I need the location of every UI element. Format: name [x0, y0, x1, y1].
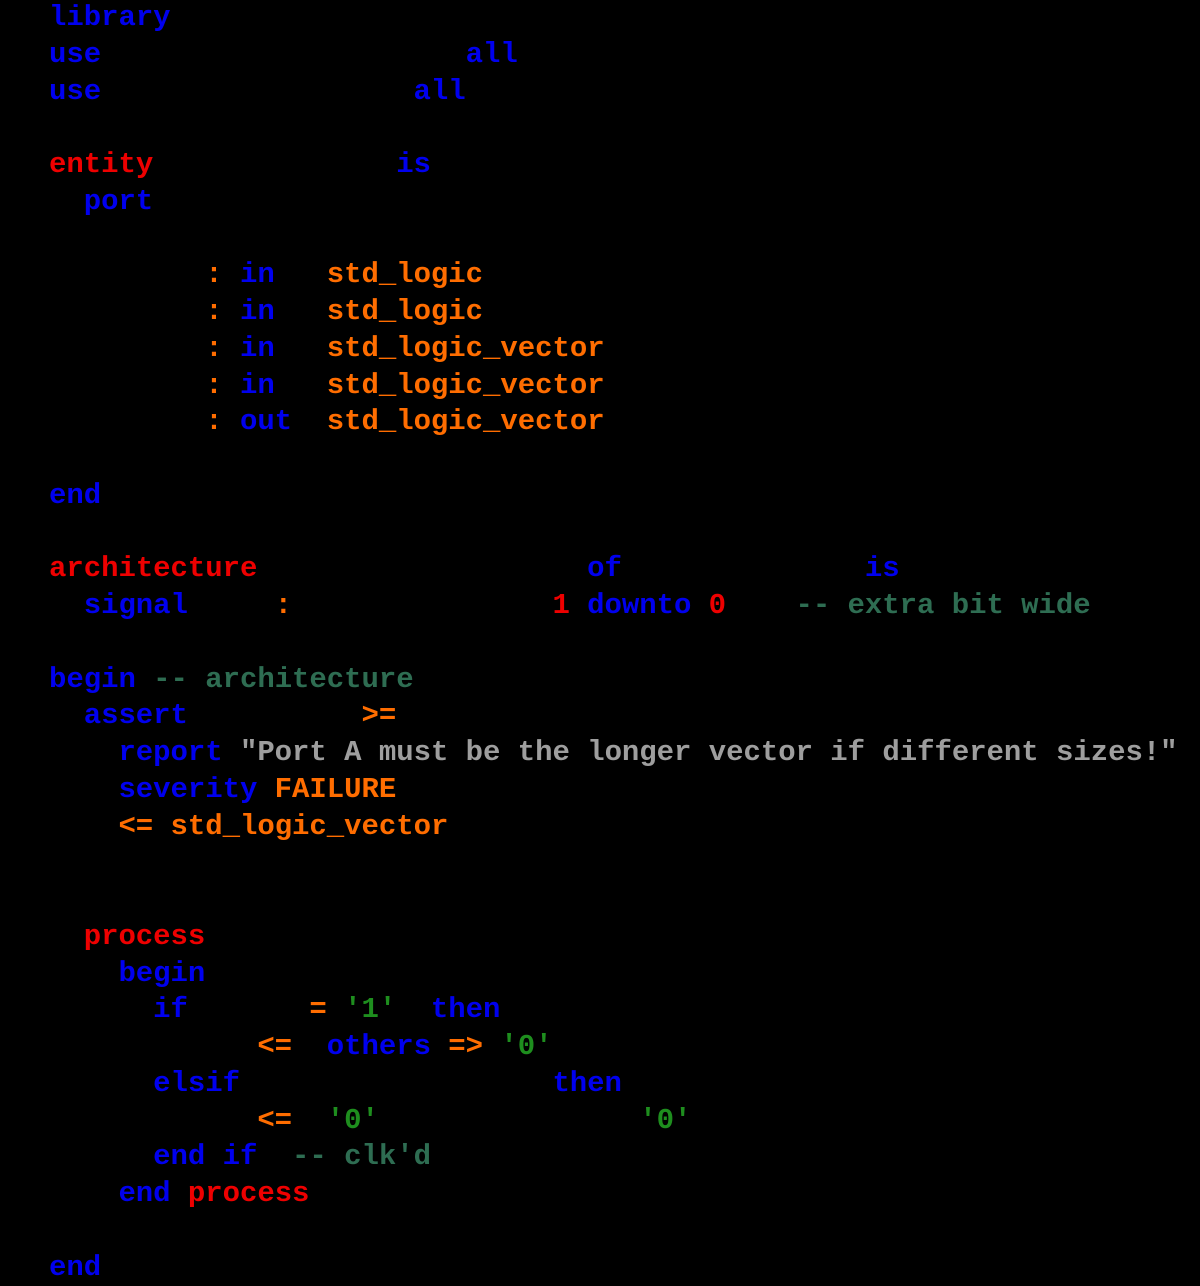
code-line: signal: 1 downto 0 -- extra bit wide [0, 588, 1200, 625]
code-token-keyword: in [239, 368, 275, 402]
code-token-keyword: severity [118, 772, 258, 806]
code-line: : out std_logic_vector [0, 404, 1200, 441]
code-token-keyword: begin [49, 662, 136, 696]
code-token-operator: : [274, 589, 293, 622]
code-token-keyword: library [49, 1, 171, 34]
code-token-keyword: all [413, 74, 466, 108]
code-line: elsif then [0, 1066, 1200, 1103]
code-token-structure-keyword: architecture [49, 552, 258, 586]
code-line: : in std_logic [0, 257, 1200, 294]
code-token-operator: = [309, 993, 327, 1027]
code-line: if = '1' then [0, 992, 1200, 1029]
code-token-keyword: is [396, 148, 431, 181]
code-line: end [0, 478, 1200, 515]
code-line: : in std_logic [0, 294, 1200, 331]
code-token-comment: -- extra bit wide [795, 589, 1091, 622]
code-token-type: std_logic_vector [326, 405, 605, 439]
code-token-number: 0 [708, 589, 727, 622]
code-token-keyword: in [239, 331, 275, 365]
code-token-structure-keyword: process [187, 1177, 310, 1210]
code-token-type: std_logic_vector [170, 809, 449, 843]
code-token-operator: : [205, 258, 223, 292]
code-token-keyword: others [326, 1030, 431, 1063]
code-token-type: std_logic [326, 258, 484, 292]
code-line [0, 625, 1200, 662]
code-line: begin -- architecture [0, 662, 1200, 699]
code-line: report "Port A must be the longer vector … [0, 735, 1200, 772]
code-token-operator: : [205, 295, 223, 328]
code-token-keyword: in [239, 295, 275, 328]
code-token-char-literal: '0' [500, 1030, 553, 1063]
code-token-keyword: downto [587, 589, 692, 622]
code-line: <= others => '0' [0, 1029, 1200, 1066]
code-token-operator: : [205, 405, 223, 439]
code-token-keyword: begin [118, 956, 206, 990]
code-line: end [0, 1250, 1200, 1286]
code-token-type: std_logic_vector [326, 331, 605, 365]
code-token-structure-keyword: entity [49, 148, 154, 181]
code-token-keyword: out [239, 405, 293, 439]
code-line: begin [0, 956, 1200, 993]
code-token-comment: -- architecture [153, 662, 414, 696]
code-token-structure-keyword: process [83, 919, 206, 953]
code-token-keyword: then [430, 993, 501, 1027]
code-token-keyword: of [587, 552, 622, 586]
code-token-type: std_logic [326, 295, 484, 328]
code-token-operator: => [448, 1030, 483, 1063]
code-line: process [0, 919, 1200, 956]
code-token-comment: -- clk'd [292, 1140, 431, 1174]
code-line: port [0, 184, 1200, 221]
code-token-type: FAILURE [274, 772, 397, 806]
code-token-operator: >= [361, 699, 397, 733]
code-line: <= '0' '0' [0, 1103, 1200, 1140]
code-line: end if -- clk'd [0, 1139, 1200, 1176]
code-line [0, 221, 1200, 258]
code-line [0, 882, 1200, 919]
code-line [0, 441, 1200, 478]
code-line: severity FAILURE [0, 772, 1200, 809]
code-line: : in std_logic_vector [0, 331, 1200, 368]
code-token-keyword: signal [83, 589, 188, 622]
code-token-keyword: if [153, 993, 188, 1027]
code-token-char-literal: '0' [639, 1103, 692, 1137]
code-token-keyword: use [49, 74, 102, 108]
code-token-keyword: end [118, 1177, 171, 1210]
code-line: use all [0, 37, 1200, 74]
code-token-keyword: end [49, 478, 102, 512]
code-line: <= std_logic_vector [0, 809, 1200, 846]
code-line: entity is [0, 147, 1200, 184]
code-line [0, 110, 1200, 147]
code-line: : in std_logic_vector [0, 368, 1200, 405]
code-line [0, 1213, 1200, 1250]
code-line: assert >= [0, 698, 1200, 735]
code-token-keyword: is [864, 552, 900, 586]
code-token-operator: <= [118, 809, 154, 843]
code-token-keyword: end if [153, 1140, 258, 1174]
code-token-keyword: all [465, 37, 518, 71]
code-line [0, 515, 1200, 552]
code-token-char-literal: '0' [326, 1103, 379, 1137]
code-token-keyword: report [118, 736, 223, 769]
code-token-keyword: end [49, 1250, 102, 1284]
code-token-char-literal: '1' [344, 993, 397, 1027]
code-token-keyword: use [49, 37, 102, 71]
code-line: use all [0, 74, 1200, 111]
code-token-keyword: then [552, 1066, 622, 1100]
code-token-operator: : [205, 368, 223, 402]
code-line: library [0, 0, 1200, 37]
code-token-keyword: port [83, 184, 154, 218]
code-token-operator: <= [257, 1030, 293, 1063]
code-token-string: "Port A must be the longer vector if dif… [239, 736, 1178, 769]
code-token-number: 1 [552, 589, 570, 622]
code-token-operator: <= [257, 1103, 293, 1137]
code-token-keyword: elsif [153, 1066, 240, 1100]
code-token-operator: : [205, 331, 223, 365]
code-line: end process [0, 1176, 1200, 1213]
code-line [0, 845, 1200, 882]
code-token-keyword: assert [83, 699, 188, 733]
code-line: architecture of is [0, 551, 1200, 588]
code-token-keyword: in [239, 258, 275, 292]
code-token-type: std_logic_vector [326, 368, 605, 402]
